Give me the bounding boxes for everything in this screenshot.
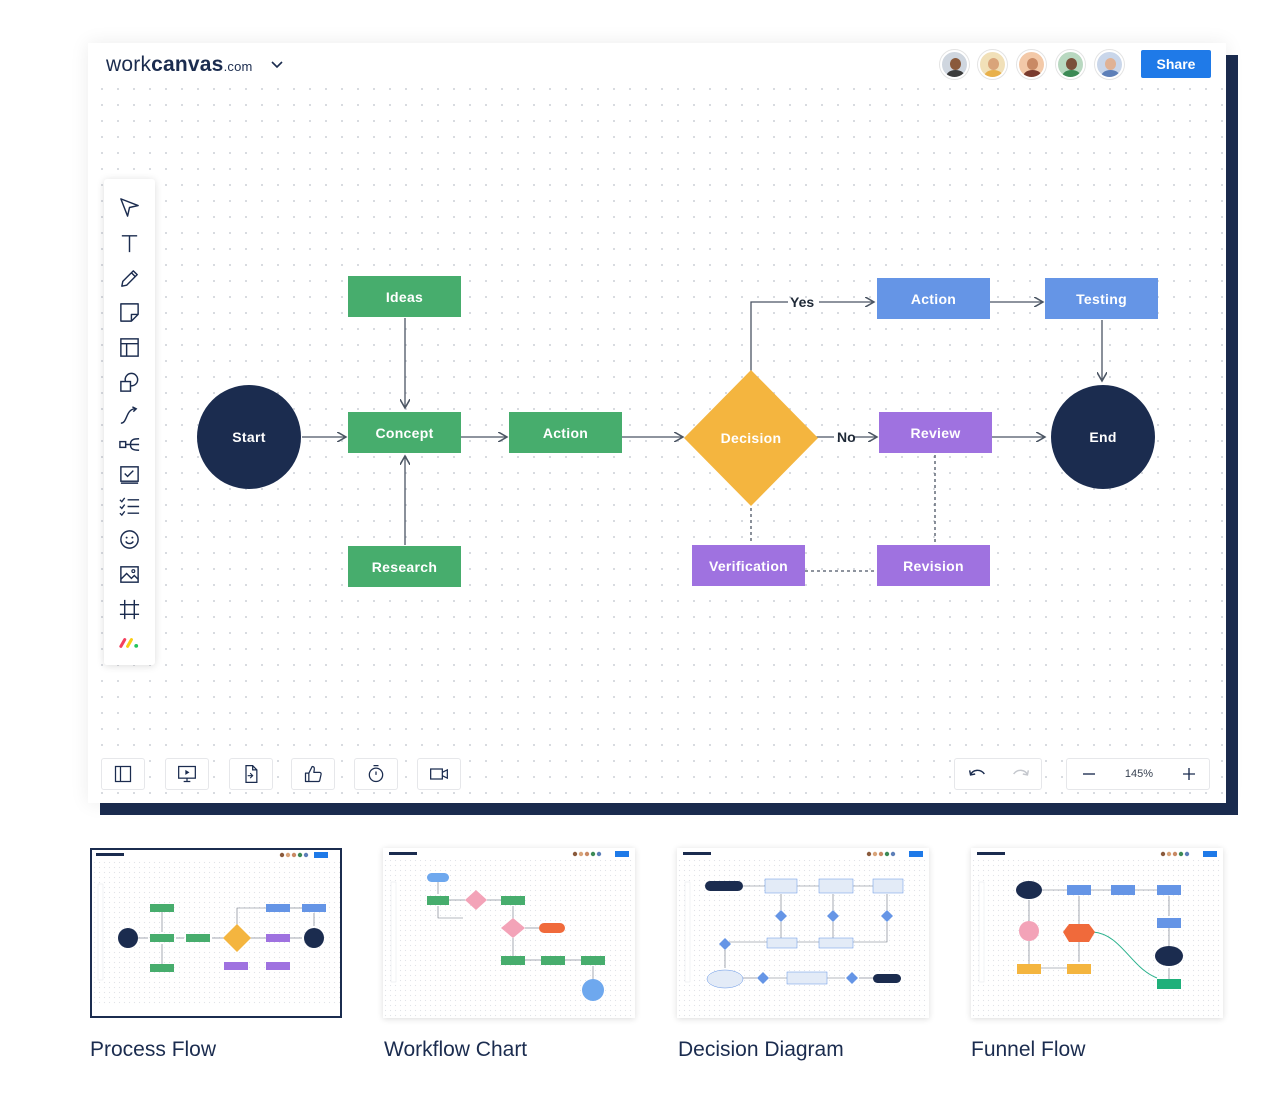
node-label: Start <box>232 429 266 445</box>
pen-icon[interactable] <box>115 264 143 292</box>
process-flow-preview <box>92 850 340 1016</box>
node-label: Review <box>910 424 961 441</box>
node-concept[interactable]: Concept <box>348 412 461 453</box>
node-decision[interactable]: Decision <box>684 370 818 506</box>
zoom-level[interactable]: 145% <box>1124 768 1154 780</box>
node-research[interactable]: Research <box>348 546 461 587</box>
export-icon[interactable] <box>229 758 273 790</box>
node-action-1[interactable]: Action <box>509 412 622 453</box>
frame-icon[interactable] <box>115 595 143 623</box>
undo-icon[interactable] <box>955 759 999 789</box>
edge-label-yes: Yes <box>790 294 815 310</box>
node-label: Action <box>542 424 589 441</box>
timer-icon[interactable] <box>354 758 398 790</box>
edge-label-no: No <box>837 429 856 445</box>
node-label: Decision <box>720 430 782 446</box>
sticky-note-icon[interactable] <box>115 298 143 326</box>
text-icon[interactable] <box>115 229 143 257</box>
avatar[interactable] <box>1095 50 1124 79</box>
monday-icon[interactable] <box>115 628 143 656</box>
template-thumbnail-process-flow[interactable] <box>90 848 342 1018</box>
video-icon[interactable] <box>417 758 461 790</box>
node-end[interactable]: End <box>1051 385 1155 489</box>
select-icon[interactable] <box>115 193 143 221</box>
node-label: Revision <box>903 557 964 574</box>
mind-map-icon[interactable] <box>115 430 143 458</box>
share-button[interactable]: Share <box>1141 50 1211 78</box>
node-review[interactable]: Review <box>879 412 992 453</box>
logo-part-canvas: canvas <box>151 53 224 76</box>
redo-icon[interactable] <box>999 759 1043 789</box>
checklist-icon[interactable] <box>115 492 143 520</box>
avatar[interactable] <box>940 50 969 79</box>
connectors <box>302 43 1226 572</box>
template-title[interactable]: Process Flow <box>90 1038 217 1061</box>
node-label: Action <box>910 290 957 307</box>
node-label: Ideas <box>385 288 424 305</box>
zoom-out-icon[interactable] <box>1067 759 1111 789</box>
top-bar: workcanvas.com Share <box>88 43 1226 87</box>
node-action-2[interactable]: Action <box>877 278 990 319</box>
node-verification[interactable]: Verification <box>692 545 805 586</box>
workcanvas-app: workcanvas.com Share <box>88 43 1226 803</box>
template-thumbnail-decision-diagram[interactable] <box>677 848 929 1018</box>
logo-part-domain: .com <box>223 59 253 74</box>
logo-part-work: work <box>106 53 152 76</box>
workflow-chart-preview <box>383 848 635 1001</box>
node-label: End <box>1089 429 1117 445</box>
tool-palette <box>104 179 155 665</box>
avatar[interactable] <box>978 50 1007 79</box>
node-ideas[interactable]: Ideas <box>348 276 461 317</box>
image-icon[interactable] <box>115 560 143 588</box>
present-icon[interactable] <box>165 758 209 790</box>
zoom-in-icon[interactable] <box>1167 759 1211 789</box>
node-label: Concept <box>375 424 434 441</box>
panel-icon[interactable] <box>101 758 145 790</box>
node-testing[interactable]: Testing <box>1045 278 1158 319</box>
shapes-icon[interactable] <box>115 368 143 396</box>
template-title[interactable]: Workflow Chart <box>384 1038 528 1061</box>
node-label: Verification <box>708 557 789 574</box>
template-title[interactable]: Funnel Flow <box>971 1038 1086 1061</box>
connector-icon[interactable] <box>115 401 143 429</box>
avatar[interactable] <box>1056 50 1085 79</box>
node-label: Testing <box>1076 290 1127 307</box>
logo[interactable]: workcanvas.com <box>106 53 253 77</box>
node-label: Research <box>371 558 438 575</box>
avatar[interactable] <box>1017 50 1046 79</box>
decision-diagram-preview <box>677 848 929 989</box>
funnel-flow-preview <box>971 848 1223 989</box>
node-start[interactable]: Start <box>197 385 301 489</box>
checkbox-icon[interactable] <box>115 460 143 488</box>
node-revision[interactable]: Revision <box>877 545 990 586</box>
like-icon[interactable] <box>291 758 335 790</box>
template-title[interactable]: Decision Diagram <box>678 1038 844 1061</box>
edge-decision-yes <box>750 301 788 371</box>
template-thumbnail-funnel-flow[interactable] <box>971 848 1223 1018</box>
emoji-icon[interactable] <box>115 525 143 553</box>
layout-icon[interactable] <box>115 333 143 361</box>
history-controls <box>954 758 1042 790</box>
chevron-down-icon[interactable] <box>270 57 284 71</box>
zoom-controls: 145% <box>1066 758 1210 790</box>
template-thumbnail-workflow-chart[interactable] <box>383 848 635 1018</box>
